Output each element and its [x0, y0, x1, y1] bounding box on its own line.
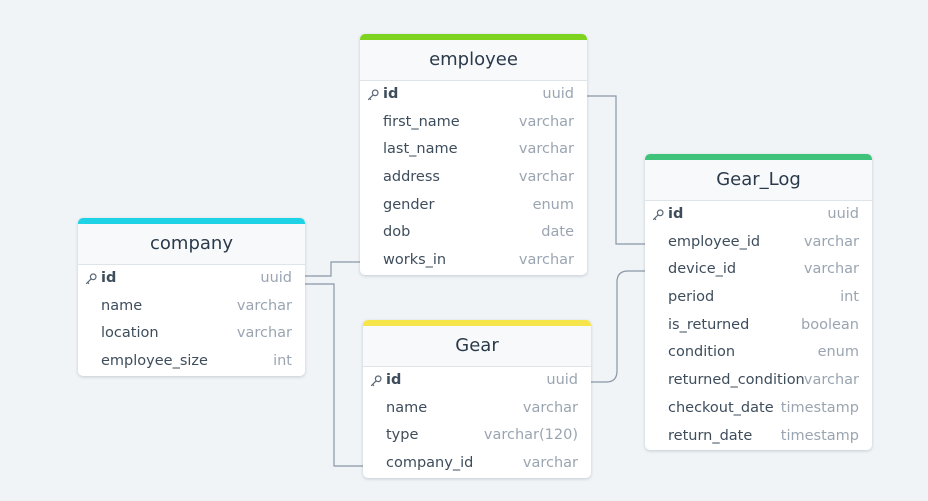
field-name: return_date: [668, 427, 753, 444]
field-row-id[interactable]: id uuid: [363, 367, 591, 395]
field-type: boolean: [801, 316, 859, 333]
field-name: gender: [383, 196, 435, 213]
field-type: varchar: [518, 252, 574, 269]
field-type: varchar: [236, 325, 292, 342]
field-type: varchar: [518, 113, 574, 130]
field-name: works_in: [383, 252, 447, 269]
field-name: period: [668, 289, 715, 306]
field-row-period[interactable]: period int: [645, 284, 872, 312]
field-row-name[interactable]: name varchar: [363, 395, 591, 423]
field-row-is-returned[interactable]: is_returned boolean: [645, 312, 872, 340]
field-name: device_id: [668, 261, 737, 278]
field-name: returned_condition: [668, 372, 805, 389]
field-row-name[interactable]: name varchar: [78, 293, 305, 321]
field-name: id: [383, 86, 399, 102]
field-name: type: [386, 427, 419, 444]
field-name: address: [383, 169, 440, 186]
field-name: id: [668, 206, 684, 222]
table-title[interactable]: Gear_Log: [645, 160, 872, 201]
field-row-first-name[interactable]: first_name varchar: [360, 109, 587, 137]
field-name: dob: [383, 224, 411, 241]
field-name: id: [386, 372, 402, 388]
primary-key-icon: [85, 273, 97, 285]
field-name: employee_id: [668, 233, 761, 250]
field-row-checkout-date[interactable]: checkout_date timestamp: [645, 395, 872, 423]
field-type: varchar: [518, 169, 574, 186]
field-type: uuid: [546, 372, 578, 388]
field-row-address[interactable]: address varchar: [360, 164, 587, 192]
field-type: varchar: [522, 455, 578, 472]
field-type: uuid: [542, 86, 574, 102]
table-accent-bar: [78, 218, 305, 224]
field-type: enum: [817, 344, 859, 361]
field-row-gender[interactable]: gender enum: [360, 192, 587, 220]
relation-company-id-employee-works-in: [305, 261, 360, 277]
field-row-return-date[interactable]: return_date timestamp: [645, 423, 872, 451]
field-row-location[interactable]: location varchar: [78, 320, 305, 348]
field-type: varchar: [236, 297, 292, 314]
relation-employee-id-gear-log-employee-id: [587, 95, 645, 245]
primary-key-icon: [652, 209, 664, 221]
field-row-employee-size[interactable]: employee_size int: [78, 348, 305, 376]
field-type: timestamp: [780, 427, 859, 444]
field-name: name: [386, 399, 428, 416]
field-list: id uuid name varchar location varchar employee…: [78, 265, 305, 376]
field-name: checkout_date: [668, 399, 774, 416]
field-type: timestamp: [780, 399, 859, 416]
table-title[interactable]: Gear: [363, 326, 591, 367]
field-list: id uuid name varchar type varchar(120) company…: [363, 367, 591, 478]
field-type: varchar: [803, 233, 859, 250]
table-title[interactable]: company: [78, 224, 305, 265]
table-accent-bar: [360, 34, 587, 40]
field-name: location: [101, 325, 159, 342]
field-row-device-id[interactable]: device_id varchar: [645, 256, 872, 284]
field-row-works-in[interactable]: works_in varchar: [360, 247, 587, 275]
field-type: varchar(120): [483, 427, 578, 444]
field-row-type[interactable]: type varchar(120): [363, 422, 591, 450]
field-type: uuid: [260, 270, 292, 286]
field-row-last-name[interactable]: last_name varchar: [360, 136, 587, 164]
field-name: is_returned: [668, 316, 750, 333]
field-name: employee_size: [101, 353, 208, 370]
field-type: varchar: [518, 141, 574, 158]
table-gear[interactable]: Gear id uuid name varchar type varchar(120) co…: [363, 320, 591, 478]
table-accent-bar: [363, 320, 591, 326]
field-row-condition[interactable]: condition enum: [645, 339, 872, 367]
field-row-employee-id[interactable]: employee_id varchar: [645, 229, 872, 257]
field-name: id: [101, 270, 117, 286]
field-type: varchar: [803, 372, 859, 389]
primary-key-icon: [370, 375, 382, 387]
field-row-id[interactable]: id uuid: [360, 81, 587, 109]
field-row-company-id[interactable]: company_id varchar: [363, 450, 591, 478]
field-name: last_name: [383, 141, 458, 158]
relation-company-id-gear-company-id: [305, 283, 363, 467]
primary-key-icon: [367, 89, 379, 101]
field-row-dob[interactable]: dob date: [360, 219, 587, 247]
table-accent-bar: [645, 154, 872, 160]
field-type: varchar: [803, 261, 859, 278]
table-title[interactable]: employee: [360, 40, 587, 81]
relation-gear-id-gear-log-device-id: [591, 270, 645, 383]
field-type: int: [840, 289, 859, 306]
field-row-id[interactable]: id uuid: [645, 201, 872, 229]
field-type: date: [541, 224, 574, 241]
field-name: company_id: [386, 455, 474, 472]
field-name: first_name: [383, 113, 460, 130]
field-type: uuid: [827, 206, 859, 222]
field-type: varchar: [522, 399, 578, 416]
field-type: enum: [532, 196, 574, 213]
field-name: name: [101, 297, 143, 314]
table-company[interactable]: company id uuid name varchar location varchar…: [78, 218, 305, 376]
field-row-id[interactable]: id uuid: [78, 265, 305, 293]
field-name: condition: [668, 344, 736, 361]
field-type: int: [273, 353, 292, 370]
